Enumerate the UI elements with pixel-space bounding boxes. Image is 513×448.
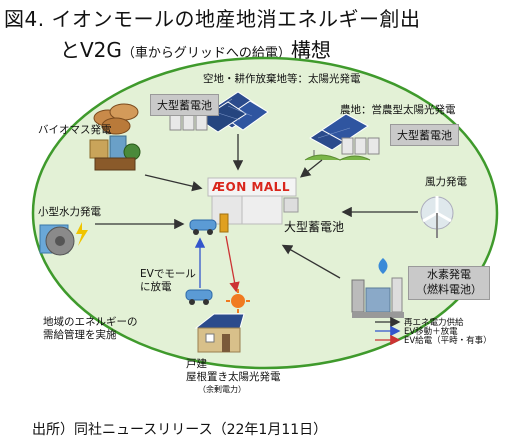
label-house-2: 屋根置き太陽光発電 xyxy=(186,371,281,383)
label-storage-b: 大型蓄電池 xyxy=(390,124,459,146)
arrow-agri-to-mall xyxy=(299,159,323,178)
label-wind: 風力発電 xyxy=(425,176,467,188)
biomass-icon xyxy=(89,103,141,171)
figure-title-line1: 図4. イオンモールの地産地消エネルギー創出 xyxy=(4,7,421,31)
arrow-biomass-to-mall xyxy=(144,174,203,192)
label-house-1: 戸建 xyxy=(186,358,207,370)
label-agri-solar: 農地：営農型太陽光発電 xyxy=(340,104,456,116)
label-local-mgmt-1: 地域のエネルギーの xyxy=(43,316,138,328)
label-ev-discharge-2: に放電 xyxy=(140,281,172,293)
legend-item-ev-move: EV移動＋放電 xyxy=(404,327,458,337)
legend-item-renewable: 再エネ電力供給 xyxy=(404,318,464,328)
agri-solar-icon xyxy=(304,113,371,161)
mall-logo: ÆON MALL xyxy=(212,180,290,194)
storage-battery-icon-a xyxy=(169,113,208,131)
ev-at-house-icon xyxy=(185,289,213,305)
solar-field-icon xyxy=(199,91,269,133)
title-end: 構想 xyxy=(290,38,331,62)
house-icon xyxy=(194,313,245,353)
label-solar-field: 空地・耕作放棄地等：太陽光発電 xyxy=(203,73,361,85)
legend-item-ev-supply: EV給電（平時・有事） xyxy=(404,336,492,346)
wind-turbine-icon xyxy=(420,196,454,238)
aeon-mall-building xyxy=(207,177,299,225)
title-v2g: とV2G xyxy=(60,38,122,62)
arrow-hydrogen-to-mall xyxy=(281,244,341,279)
label-biomass: バイオマス発電 xyxy=(38,124,112,136)
label-small-hydro: 小型水力発電 xyxy=(38,206,101,218)
storage-battery-icon-b xyxy=(341,137,380,155)
label-hydrogen-2: （燃料電池） xyxy=(416,283,482,296)
small-hydro-icon xyxy=(39,222,88,256)
label-storage-a: 大型蓄電池 xyxy=(150,94,219,116)
label-ev-discharge-1: EVでモール xyxy=(140,268,196,280)
hydrogen-plant-icon xyxy=(351,258,404,318)
label-hydrogen-1: 水素発電 xyxy=(427,268,471,281)
source-note: 出所）同社ニュースリリース（22年1月11日） xyxy=(32,422,328,438)
label-local-mgmt-2: 需給管理を実施 xyxy=(43,329,117,341)
figure-title-line2: とV2G（車からグリッドへの給電）構想 xyxy=(60,34,331,63)
ev-at-mall-icon xyxy=(189,213,229,235)
label-hydrogen-box: 水素発電 （燃料電池） xyxy=(408,266,490,300)
label-mall-storage: 大型蓄電池 xyxy=(284,220,345,234)
label-house-3: （余剰電力） xyxy=(198,385,246,394)
arrow-ev-supply xyxy=(225,235,240,293)
